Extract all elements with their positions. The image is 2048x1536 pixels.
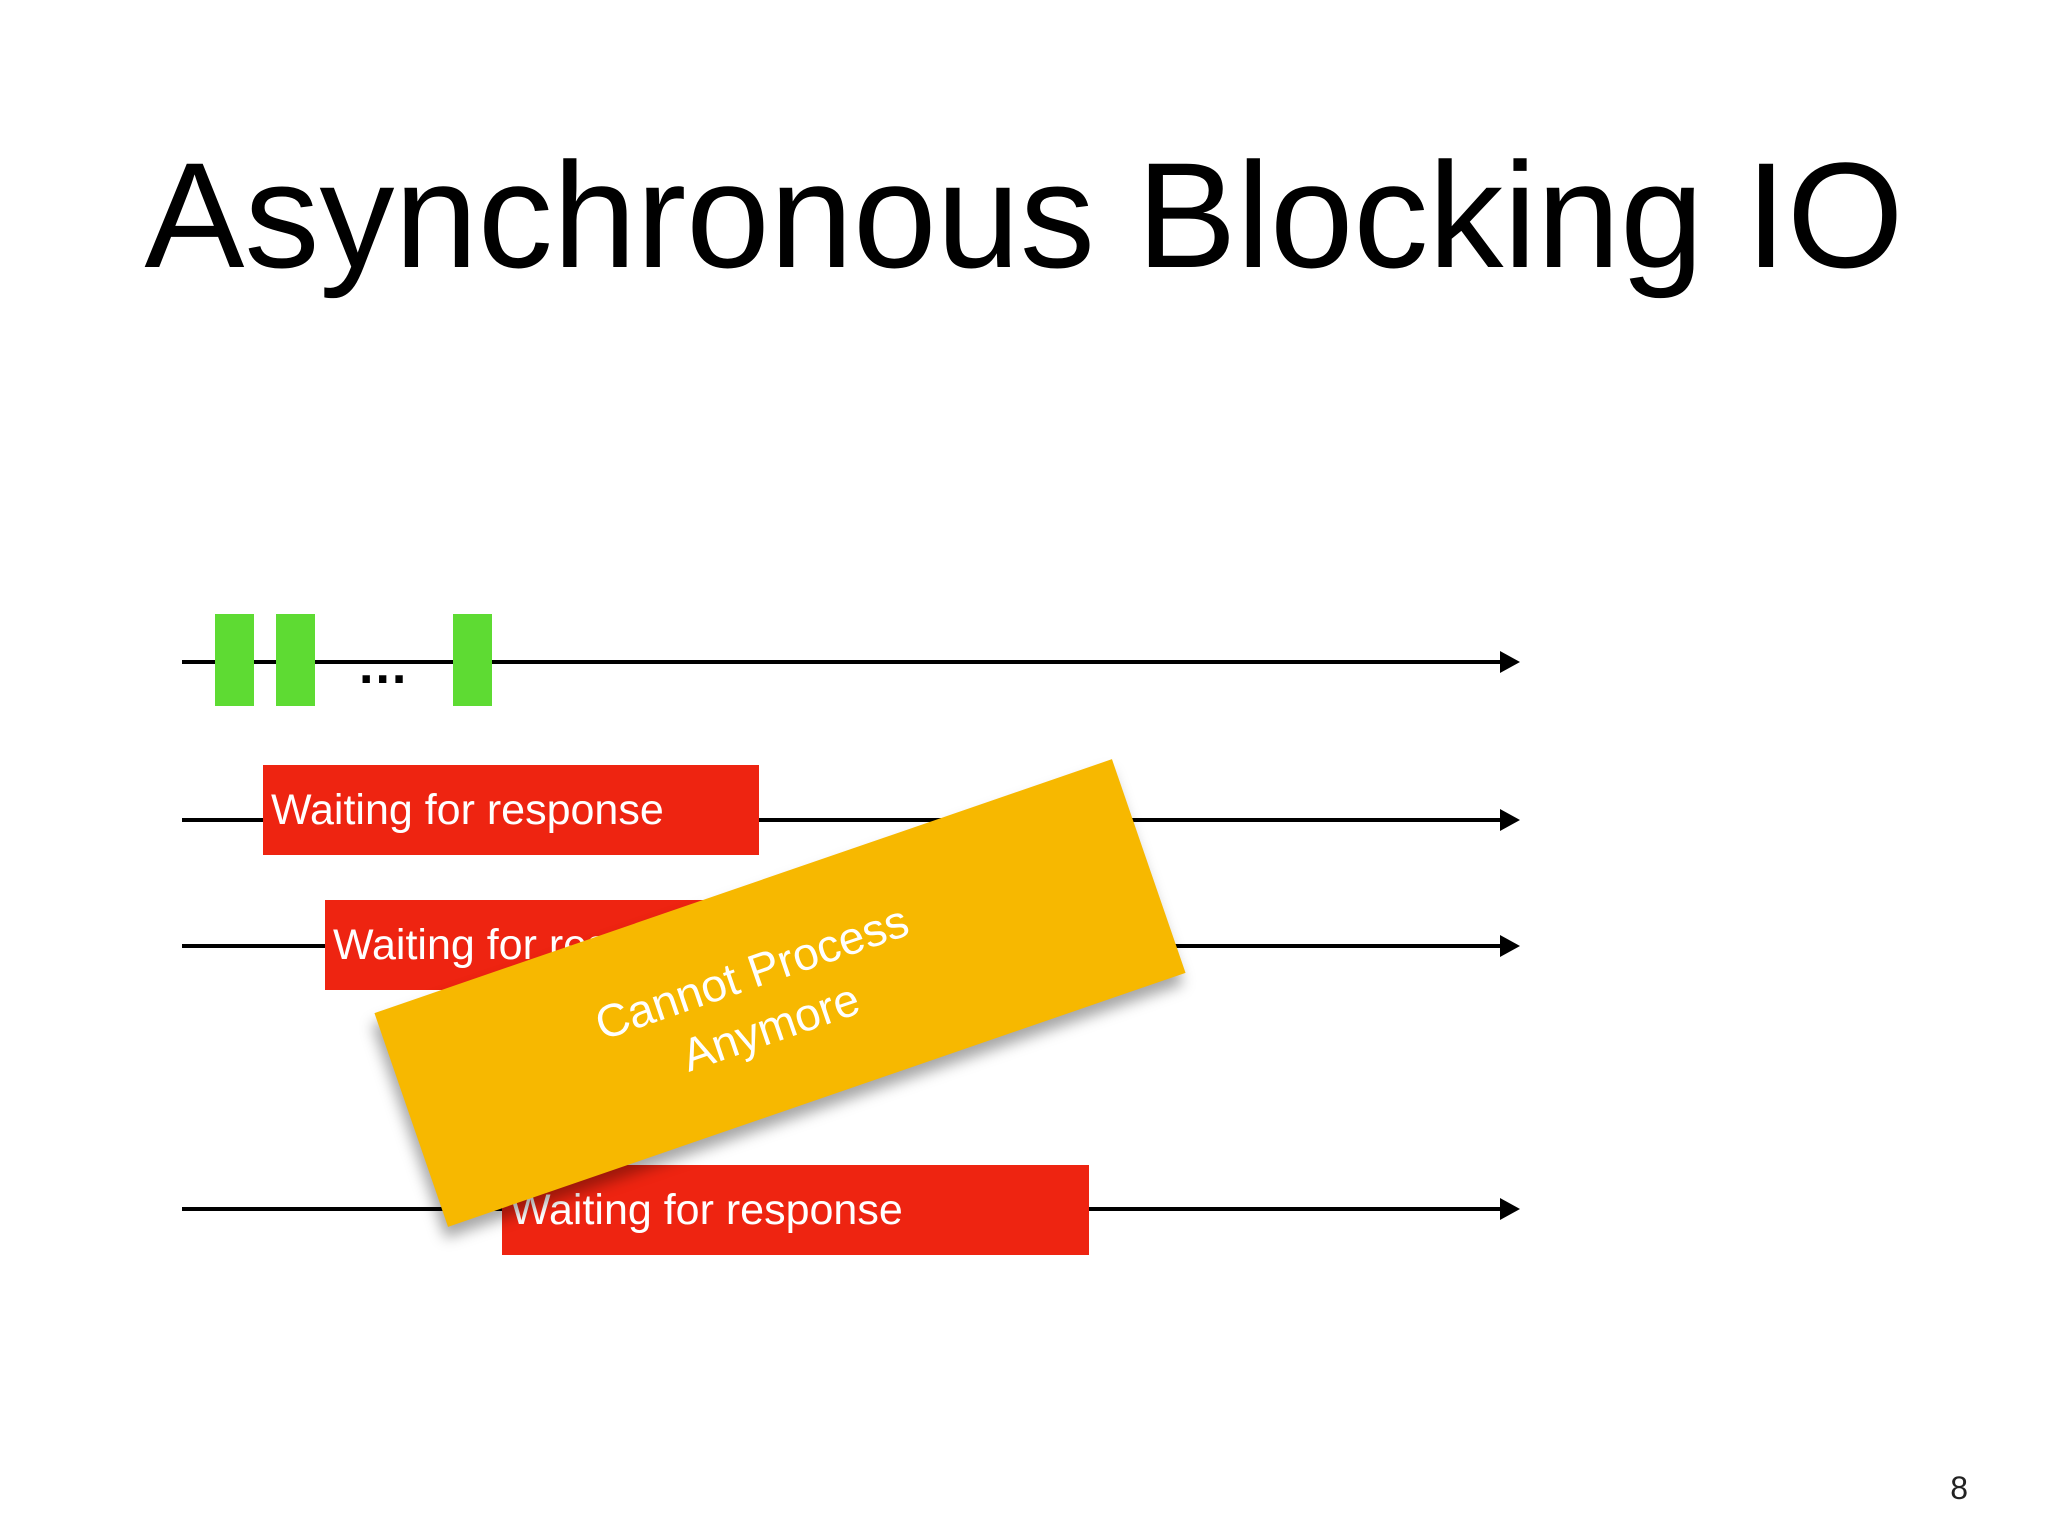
sticky-note-text: Cannot Process Anymore <box>587 891 934 1107</box>
wait-bar: Waiting for response <box>263 765 759 855</box>
ellipsis: ... <box>359 637 409 695</box>
arrowhead-icon <box>1500 935 1520 957</box>
slide-title: Asynchronous Blocking IO <box>144 131 1904 299</box>
timeline-event-loop <box>182 651 1520 673</box>
arrowhead-icon <box>1500 651 1520 673</box>
request-block <box>276 614 315 706</box>
timeline-io-1 <box>182 809 1520 831</box>
arrowhead-icon <box>1500 1198 1520 1220</box>
arrowhead-icon <box>1500 809 1520 831</box>
page-number: 8 <box>1950 1470 1968 1506</box>
wait-bar: Waiting for response <box>502 1165 1089 1255</box>
request-block <box>215 614 254 706</box>
request-block <box>453 614 492 706</box>
